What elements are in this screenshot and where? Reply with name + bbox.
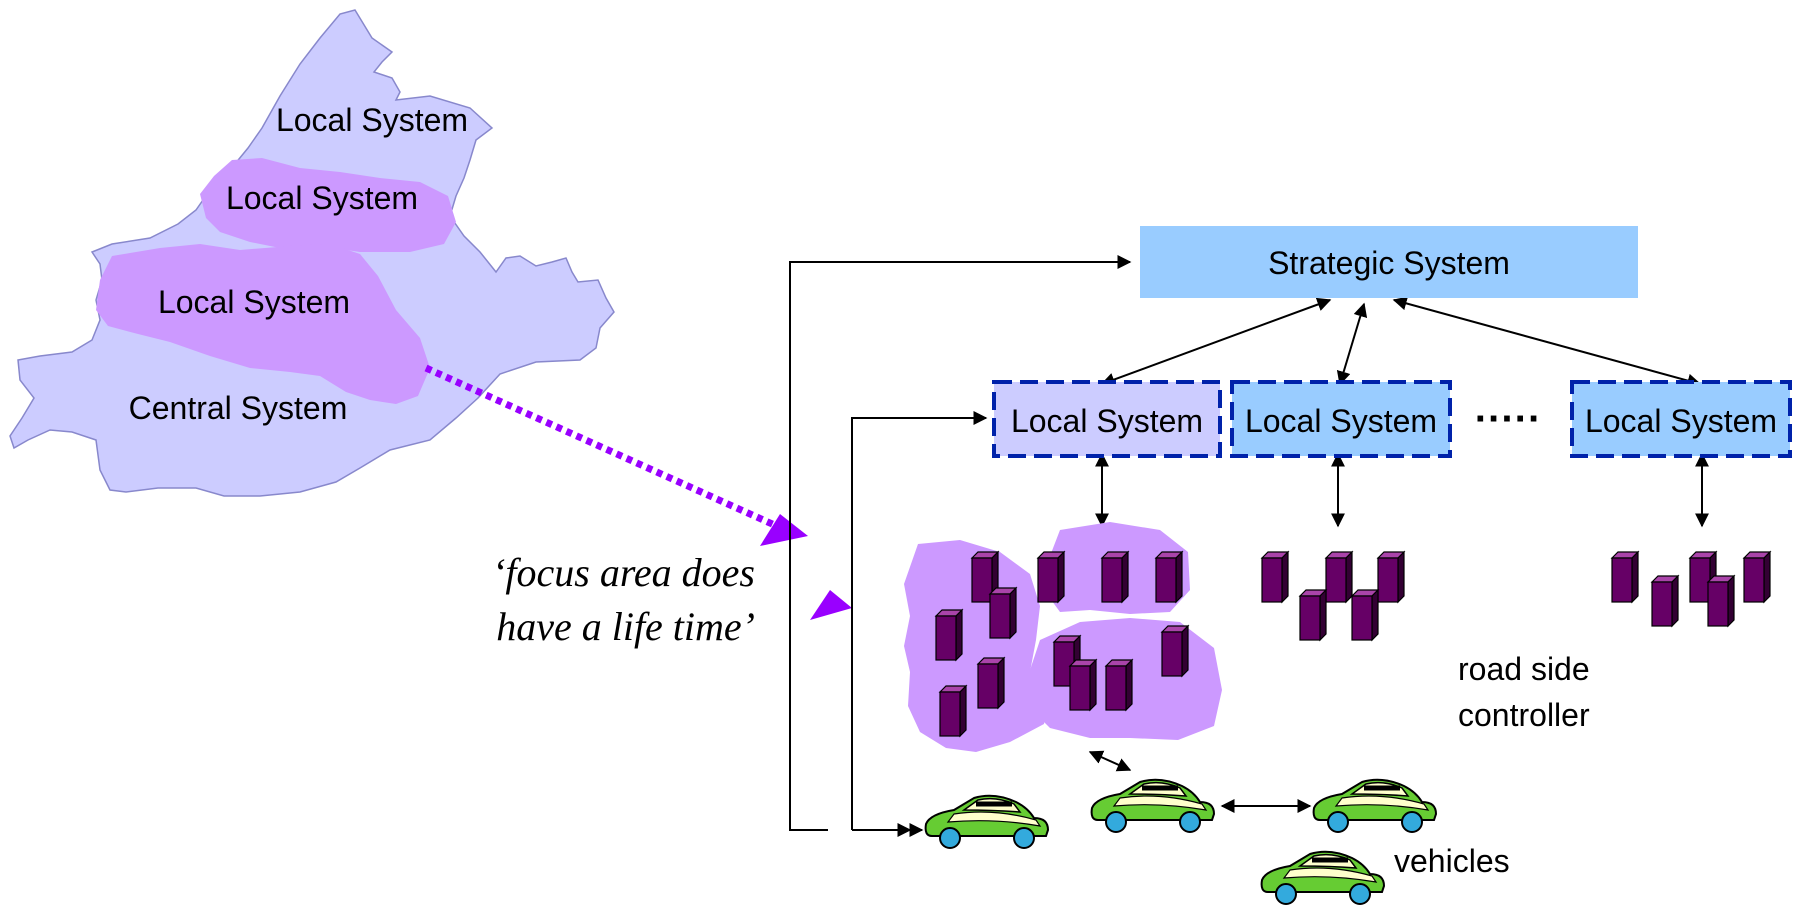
map-region-label-1: Local System [276,102,468,138]
local-system-label-1: Local System [1011,403,1203,439]
map-region-label-3: Local System [158,284,350,320]
local-system-box-1: Local System [992,380,1222,458]
vehicle-1 [926,796,1048,848]
local-system-box-2: Local System [1230,380,1452,458]
strategic-system-label: Strategic System [1268,245,1510,281]
vehicle-4 [1262,852,1384,904]
focus-note-line-2: have a life time’ [496,604,755,649]
map-region-label-central: Central System [129,390,348,426]
strategic-system-box: Strategic System [1140,226,1638,298]
map-region-label-2: Local System [226,180,418,216]
controller-label-line-2: controller [1458,697,1590,733]
local-system-label-2: Local System [1245,403,1437,439]
controller-label-line-1: road side [1458,651,1590,687]
vehicle-2 [1092,780,1214,832]
vehicles-label: vehicles [1394,843,1510,879]
region-map: Local System Local System Local System C… [9,9,615,497]
focus-arrow [424,364,852,620]
controllers-group-2 [1261,551,1405,641]
connector-lines [789,255,1709,837]
focus-note-line-1: ‘focus area does [492,550,755,595]
vehicle-3 [1314,780,1436,832]
controllers-group-3 [1611,551,1771,627]
local-system-label-3: Local System [1585,403,1777,439]
local-system-box-3: Local System [1570,380,1792,458]
vehicles [926,780,1436,904]
focus-region-lower [96,244,430,404]
focus-region-upper [200,158,456,252]
ellipsis: ····· [1475,397,1542,441]
